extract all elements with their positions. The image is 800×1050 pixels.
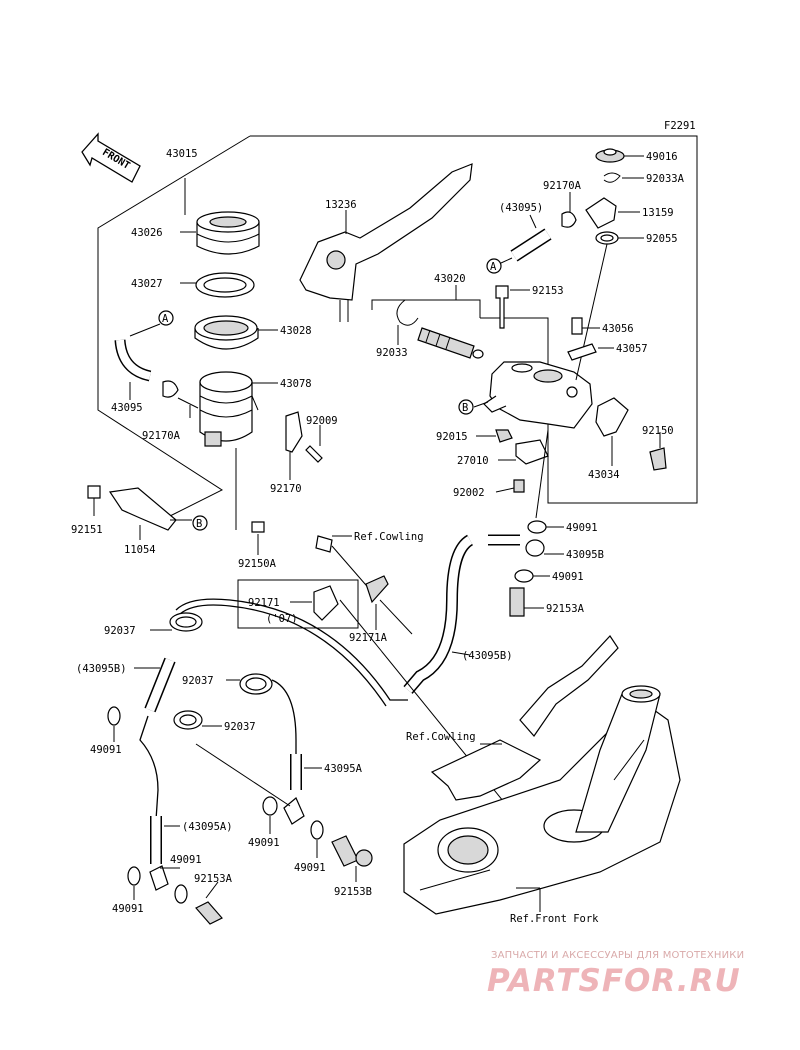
part-label: B: [462, 402, 468, 414]
bracket-11054: [108, 487, 177, 531]
part-label: 43078: [280, 378, 312, 390]
brake-hose-main: [403, 534, 474, 694]
front-fork-clamp: [403, 685, 681, 915]
part-label: 43057: [616, 343, 648, 355]
part-label: 49091: [552, 571, 584, 583]
reservoir-plate-part: [194, 315, 259, 350]
bleeder-13159: [585, 197, 617, 229]
part-label: 43034: [588, 469, 620, 481]
part-label: 49091: [248, 837, 280, 849]
part-label: 43095A: [324, 763, 363, 775]
marker-a: A: [162, 313, 169, 325]
part-label: 43027: [131, 278, 163, 290]
part-label: 27010: [457, 455, 489, 467]
master-cylinder-body: [483, 361, 593, 429]
reservoir-body-part: [199, 371, 259, 447]
part-label: 92170A: [543, 180, 582, 192]
part-label: 92170A: [142, 430, 181, 442]
circlip-92033: [396, 299, 419, 326]
part-label: 43020: [434, 273, 466, 285]
bracket-92170: [285, 411, 303, 453]
part-label: 92009: [306, 415, 338, 427]
part-label: Ref.Front Fork: [510, 913, 599, 925]
part-label: 92002: [453, 487, 485, 499]
part-label: 49016: [646, 151, 678, 163]
bolt-92153A-right: [509, 587, 525, 617]
assembly-frame: [250, 135, 698, 504]
part-label: 49091: [294, 862, 326, 874]
switch-27010: [515, 439, 549, 465]
part-label: 92037: [224, 721, 256, 733]
part-label: 43026: [131, 227, 163, 239]
part-label: Ref.Cowling: [354, 531, 424, 543]
part-label: 13236: [325, 199, 357, 211]
part-label: 43056: [602, 323, 634, 335]
marker-b: B: [196, 518, 202, 530]
plate-43057: [567, 343, 597, 361]
cowling-bracket: [430, 739, 542, 801]
cowling-stay: [519, 635, 619, 737]
part-label: 92170: [270, 483, 302, 495]
part-label: 49091: [170, 854, 202, 866]
part-label: (43095A): [182, 821, 233, 833]
part-label: 43095B: [566, 549, 604, 561]
part-label: 43028: [280, 325, 312, 337]
bolt-92150: [649, 447, 667, 471]
bracket-92171: [313, 585, 339, 621]
part-label: 92015: [436, 431, 468, 443]
part-label: 43015: [166, 148, 198, 160]
part-label: 49091: [112, 903, 144, 915]
part-label: 92153B: [334, 886, 372, 898]
part-label: 92150A: [238, 558, 277, 570]
part-label: (43095B): [76, 663, 127, 675]
bracket-43034: [595, 397, 629, 437]
part-label: 92171: [248, 597, 280, 609]
part-label: Ref.Cowling: [406, 731, 476, 743]
part-label: 92037: [104, 625, 136, 637]
part-label: 49091: [566, 522, 598, 534]
reservoir-cap-part: [196, 211, 260, 255]
brake-lever-part: [299, 163, 473, 322]
bolt-92171A: [315, 535, 413, 635]
watermark-brand: PARTSFOR.RU: [487, 963, 741, 999]
part-label: 92151: [71, 524, 103, 536]
bolt-92153B: [331, 835, 359, 867]
part-label: 92033A: [646, 173, 685, 185]
part-label: 92171A: [349, 632, 388, 644]
part-label: (43095): [499, 202, 543, 214]
part-label: 43095: [111, 402, 143, 414]
part-label: 11054: [124, 544, 156, 556]
part-label: 13159: [642, 207, 674, 219]
front-arrow-icon: FRONT: [81, 132, 141, 183]
bolt-92150A: [251, 521, 265, 533]
bolt-92153A-left: [195, 901, 223, 925]
clamp-92170A: [162, 380, 179, 398]
variant-box-07: [237, 579, 359, 629]
part-label: 92153: [532, 285, 564, 297]
screw-43056: [571, 317, 583, 335]
part-label: A: [490, 261, 497, 273]
part-label: ('07): [266, 613, 298, 625]
part-label: 92055: [646, 233, 678, 245]
part-label: 92033: [376, 347, 408, 359]
part-label: (43095B): [462, 650, 513, 662]
piston-kit-part: [417, 327, 484, 359]
part-label: 92153A: [546, 603, 585, 615]
part-label: 92150: [642, 425, 674, 437]
figure-code: F2291: [664, 120, 696, 132]
watermark-caption: ЗАПЧАСТИ И АКСЕССУАРЫ ДЛЯ МОТОТЕХНИКИ: [491, 950, 745, 961]
bolt-92153: [495, 285, 509, 329]
bolt-92009: [305, 445, 323, 463]
part-label: 92037: [182, 675, 214, 687]
bolt-92151: [87, 485, 101, 499]
part-label: 92153A: [194, 873, 233, 885]
assembly-frame-left: [97, 135, 251, 517]
part-label: 49091: [90, 744, 122, 756]
